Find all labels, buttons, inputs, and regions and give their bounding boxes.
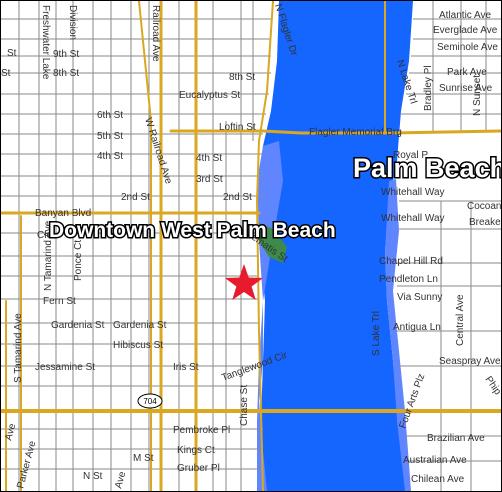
street-label: Phip: [483, 374, 501, 397]
street-label: Central Ave: [455, 294, 466, 346]
street-label: 6th St: [97, 110, 123, 121]
route-704-shield: 704: [137, 393, 163, 409]
street-label: S Lake Trl: [371, 311, 382, 356]
street-label: Seaspray Ave: [439, 356, 501, 367]
street-label: Loftin St: [219, 122, 256, 133]
street-label: Iris St: [173, 362, 199, 373]
street-label: N Sunset: [472, 75, 483, 116]
street-label: Pembroke Pl: [173, 425, 230, 436]
street-label: Everglade Ave: [433, 25, 498, 36]
street-label: Banyan Blvd: [35, 208, 91, 219]
street-label: 8th St: [229, 72, 255, 83]
street-label: Royal P: [393, 150, 428, 161]
street-label: Fern St: [43, 296, 76, 307]
street-label: 2nd St: [223, 192, 252, 203]
street-label: Chilean Ave: [411, 474, 465, 485]
street-label: Jessamine St: [35, 362, 95, 373]
street-label: 4th St: [97, 151, 123, 162]
street-label: Ponce Ct: [73, 240, 84, 281]
street-label: Division: [67, 5, 78, 40]
street-label: Eucalyptus St: [179, 90, 240, 101]
street-label: St: [7, 48, 17, 59]
street-label: Hibiscus St: [113, 340, 163, 351]
svg-text:704: 704: [143, 397, 157, 406]
star-marker[interactable]: [225, 264, 263, 300]
area-label-palm-beach: Palm Beach: [353, 153, 501, 183]
street-label: Breake: [469, 217, 501, 228]
street-label: Chapel Hill Rd: [379, 256, 443, 267]
street-labels: Atlantic Ave Everglade Ave Seminole Ave …: [1, 10, 501, 485]
street-label: Atlantic Ave: [439, 10, 492, 21]
street-label: Kings Ct: [177, 445, 215, 456]
street-label: N St: [83, 471, 103, 482]
street-label: Sunrise Ave: [439, 83, 493, 94]
street-label: Chase St: [239, 385, 250, 426]
street-label: Australian Ave: [403, 455, 467, 466]
street-label: N Tamarind Ave: [43, 220, 54, 291]
street-label: Seminole Ave: [437, 42, 498, 53]
street-label: Via Sunny: [397, 292, 442, 303]
lake-worth-lagoon: [259, 1, 413, 491]
street-label: 2nd St: [121, 192, 150, 203]
area-label-downtown: Downtown West Palm Beach: [49, 219, 336, 242]
street-label: Railroad Ave: [150, 5, 161, 62]
street-label: Freshwater Lake: [40, 5, 51, 80]
street-label: Antigua Ln: [393, 322, 441, 333]
street-label: Gruber Pl: [177, 463, 220, 474]
street-label: M St: [133, 453, 154, 464]
street-label: 3rd St: [196, 174, 223, 185]
street-label: W Railroad Ave: [142, 117, 174, 186]
street-label: S Tamarind Ave: [13, 313, 24, 383]
street-label: Brazilian Ave: [427, 433, 485, 444]
street-label: Ave: [113, 470, 128, 490]
street-label: Pendleton Ln: [379, 274, 438, 285]
street-label: 8th St: [53, 68, 79, 79]
street-label: Gardenia St: [113, 320, 167, 331]
street-label: Park Ave: [447, 67, 487, 78]
street-label: St: [1, 68, 11, 79]
street-label: 5th St: [97, 131, 123, 142]
street-label: 9th St: [53, 49, 79, 60]
street-label: Whitehall Way: [381, 187, 445, 198]
street-label: Flagler Memorial Brg: [309, 127, 402, 138]
street-label: 4th St: [196, 153, 222, 164]
street-label: Whitehall Way: [381, 213, 445, 224]
street-label: Cocoan: [467, 201, 501, 212]
street-label: Bradley Pl: [423, 65, 434, 111]
street-label: Ave: [3, 422, 18, 442]
waterfront-park: [259, 223, 287, 263]
street-label: Gardenia St: [51, 320, 105, 331]
street-label: Cle: [37, 230, 52, 241]
